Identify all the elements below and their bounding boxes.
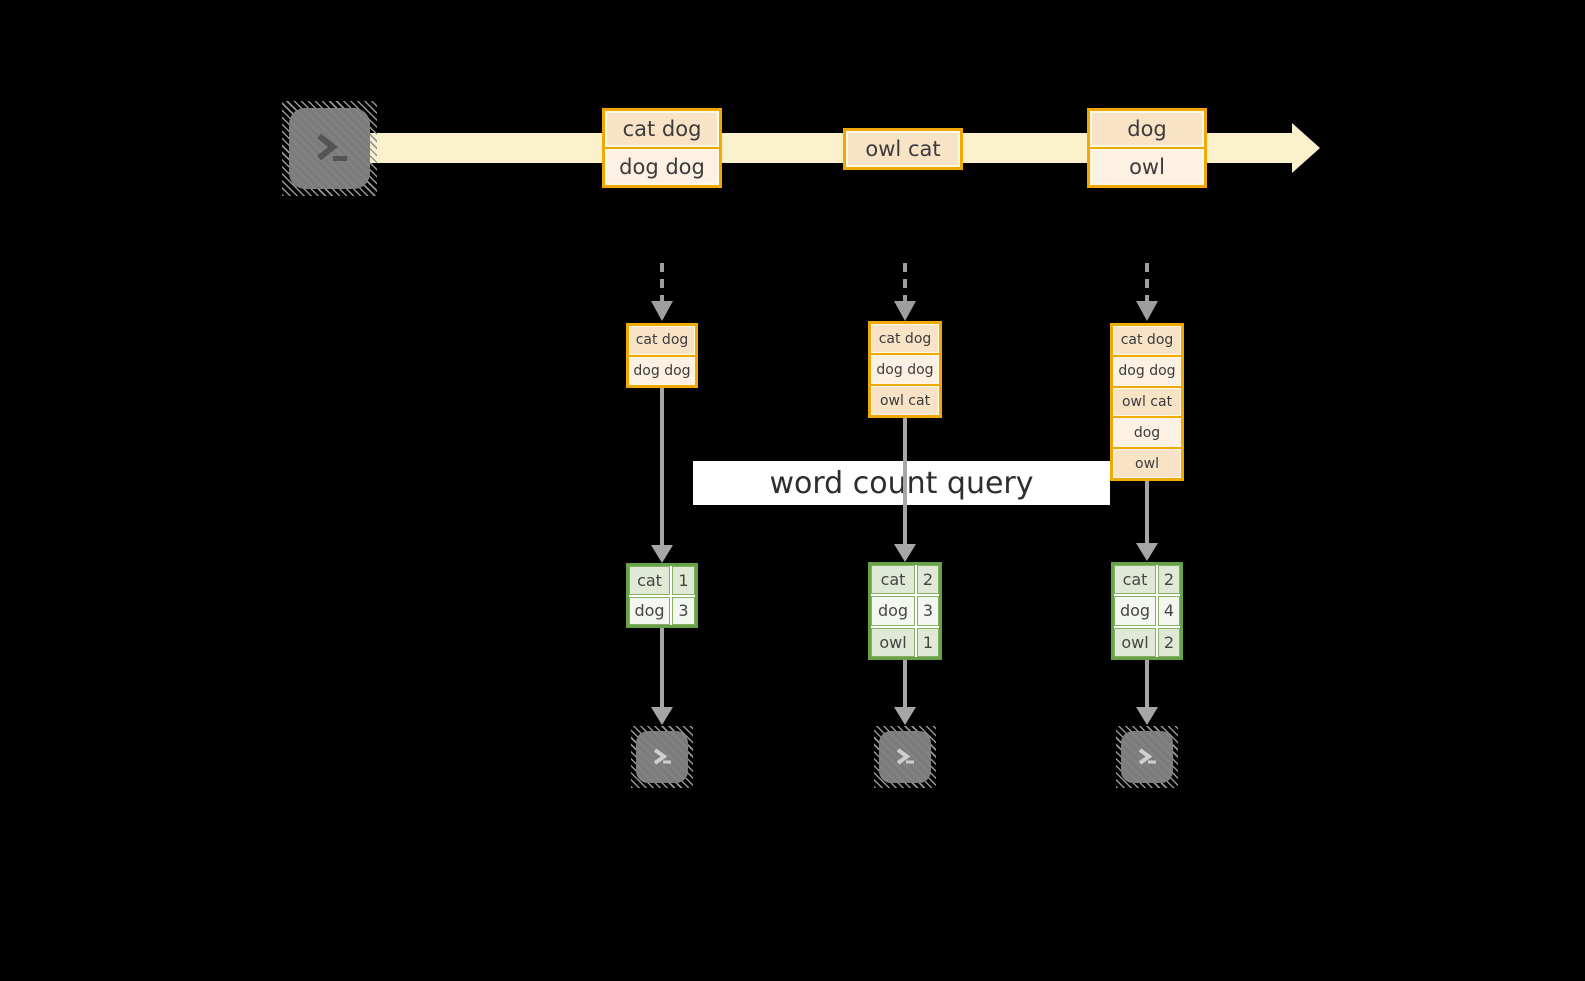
result-word: dog — [871, 596, 915, 626]
result-word: dog — [629, 596, 670, 625]
flow-line-sink-1 — [660, 628, 664, 707]
result-word: dog — [1114, 596, 1156, 626]
sink-terminal-icon-3 — [1116, 726, 1178, 788]
input-row: dog — [1113, 418, 1181, 448]
input-row: owl cat — [871, 386, 939, 415]
result-count: 2 — [1158, 627, 1180, 657]
stream-batch-2: owl cat — [843, 128, 963, 170]
batch-trigger-arrow-3 — [1145, 263, 1149, 301]
input-row: cat dog — [1113, 326, 1181, 355]
batch-trigger-arrowhead-2 — [894, 301, 916, 321]
input-row: owl cat — [1113, 387, 1181, 417]
batch-trigger-arrow-1 — [660, 263, 664, 301]
terminal-prompt-glyph — [653, 748, 671, 765]
result-word: owl — [871, 627, 915, 657]
accumulated-input-2: cat dog dog dog owl cat — [868, 321, 942, 418]
result-word: cat — [1114, 565, 1156, 595]
flow-arrowhead-query-1 — [651, 545, 673, 563]
query-label-text: word count query — [769, 465, 1034, 501]
terminal-prompt-glyph — [896, 748, 914, 765]
flow-line-sink-2 — [903, 660, 907, 707]
flow-arrowhead-query-2 — [894, 544, 916, 562]
result-table-1: cat 1 dog 3 — [626, 563, 698, 628]
stream-record: dog dog — [605, 149, 719, 185]
result-table-2: cat 2 dog 3 owl 1 — [868, 562, 942, 660]
stream-record: cat dog — [605, 111, 719, 147]
batch-trigger-arrow-2 — [903, 263, 907, 301]
input-row: owl — [1113, 449, 1181, 478]
result-table-3: cat 2 dog 4 owl 2 — [1111, 562, 1183, 660]
flow-line-query-3 — [1145, 481, 1149, 543]
stream-arrowhead-icon — [1292, 123, 1320, 173]
result-count: 1 — [917, 627, 939, 657]
flow-arrowhead-sink-1 — [651, 707, 673, 725]
result-word: cat — [871, 565, 915, 595]
stream-batch-1: cat dog dog dog — [602, 108, 722, 188]
flow-line-sink-3 — [1145, 660, 1149, 707]
terminal-prompt-glyph — [316, 133, 347, 161]
word-count-query-label: word count query — [693, 461, 1110, 505]
accumulated-input-3: cat dog dog dog owl cat dog owl — [1110, 323, 1184, 481]
terminal-screen — [1121, 731, 1173, 783]
input-row: cat dog — [871, 324, 939, 353]
input-row: cat dog — [629, 326, 695, 355]
flow-arrowhead-sink-3 — [1136, 707, 1158, 725]
result-count: 4 — [1158, 596, 1180, 626]
result-count: 1 — [672, 566, 695, 595]
batch-trigger-arrowhead-3 — [1136, 301, 1158, 321]
flow-line-query-1 — [660, 388, 664, 545]
result-count: 2 — [917, 565, 939, 595]
source-terminal-icon — [282, 101, 377, 196]
input-row: dog dog — [629, 356, 695, 385]
stream-batch-3: dog owl — [1087, 108, 1207, 188]
terminal-screen — [289, 108, 370, 189]
stream-record: owl — [1090, 149, 1204, 185]
batch-trigger-arrowhead-1 — [651, 301, 673, 321]
terminal-screen — [879, 731, 931, 783]
flow-arrowhead-query-3 — [1136, 543, 1158, 561]
stream-record: owl cat — [846, 131, 960, 167]
result-count: 3 — [917, 596, 939, 626]
accumulated-input-1: cat dog dog dog — [626, 323, 698, 388]
sink-terminal-icon-1 — [631, 726, 693, 788]
input-row: dog dog — [1113, 356, 1181, 386]
result-word: owl — [1114, 627, 1156, 657]
flow-line-query-2 — [903, 418, 907, 544]
input-row: dog dog — [871, 355, 939, 384]
result-count: 2 — [1158, 565, 1180, 595]
sink-terminal-icon-2 — [874, 726, 936, 788]
flow-arrowhead-sink-2 — [894, 707, 916, 725]
terminal-prompt-glyph — [1138, 748, 1156, 765]
result-word: cat — [629, 566, 670, 595]
stream-record: dog — [1090, 111, 1204, 147]
terminal-screen — [636, 731, 688, 783]
result-count: 3 — [672, 596, 695, 625]
